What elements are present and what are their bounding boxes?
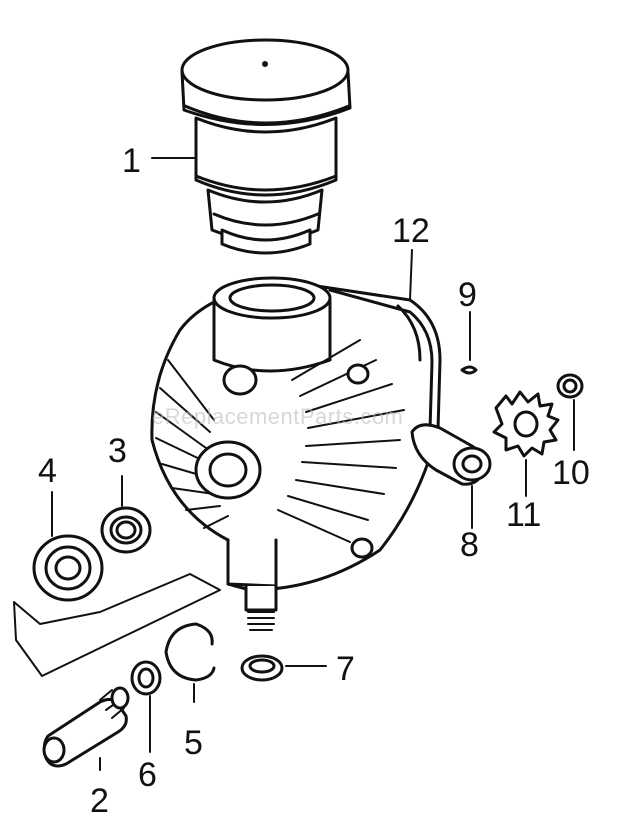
callout-7: 7 xyxy=(336,650,355,688)
part-2-shaft xyxy=(42,686,130,768)
part-11-gear xyxy=(492,390,560,458)
callout-8: 8 xyxy=(460,526,479,564)
part-5-snap-ring xyxy=(164,622,216,682)
callout-1: 1 xyxy=(122,142,141,180)
part-12-housing xyxy=(150,276,442,631)
callout-11: 11 xyxy=(506,496,541,534)
part-3-bearing xyxy=(100,506,152,554)
leader-lines xyxy=(51,157,575,771)
callout-9: 9 xyxy=(458,276,477,314)
part-7-washer xyxy=(240,654,284,682)
part-10-o-ring xyxy=(556,373,584,399)
part-8-elbow-fitting xyxy=(410,423,492,486)
callout-4: 4 xyxy=(38,452,57,490)
part-9-pin xyxy=(460,365,478,375)
part-1-cap xyxy=(180,38,352,255)
callout-6: 6 xyxy=(138,756,157,794)
leader-12 xyxy=(409,249,413,301)
watermark: eReplacementParts.com xyxy=(152,404,403,429)
callout-10: 10 xyxy=(552,454,590,492)
callout-12: 12 xyxy=(392,212,430,250)
callout-5: 5 xyxy=(184,724,203,762)
part-6-ring xyxy=(130,660,162,696)
callout-3: 3 xyxy=(108,432,127,470)
part-4-bearing xyxy=(32,534,104,602)
assembly-bracket xyxy=(13,573,221,677)
callout-2: 2 xyxy=(90,782,109,820)
